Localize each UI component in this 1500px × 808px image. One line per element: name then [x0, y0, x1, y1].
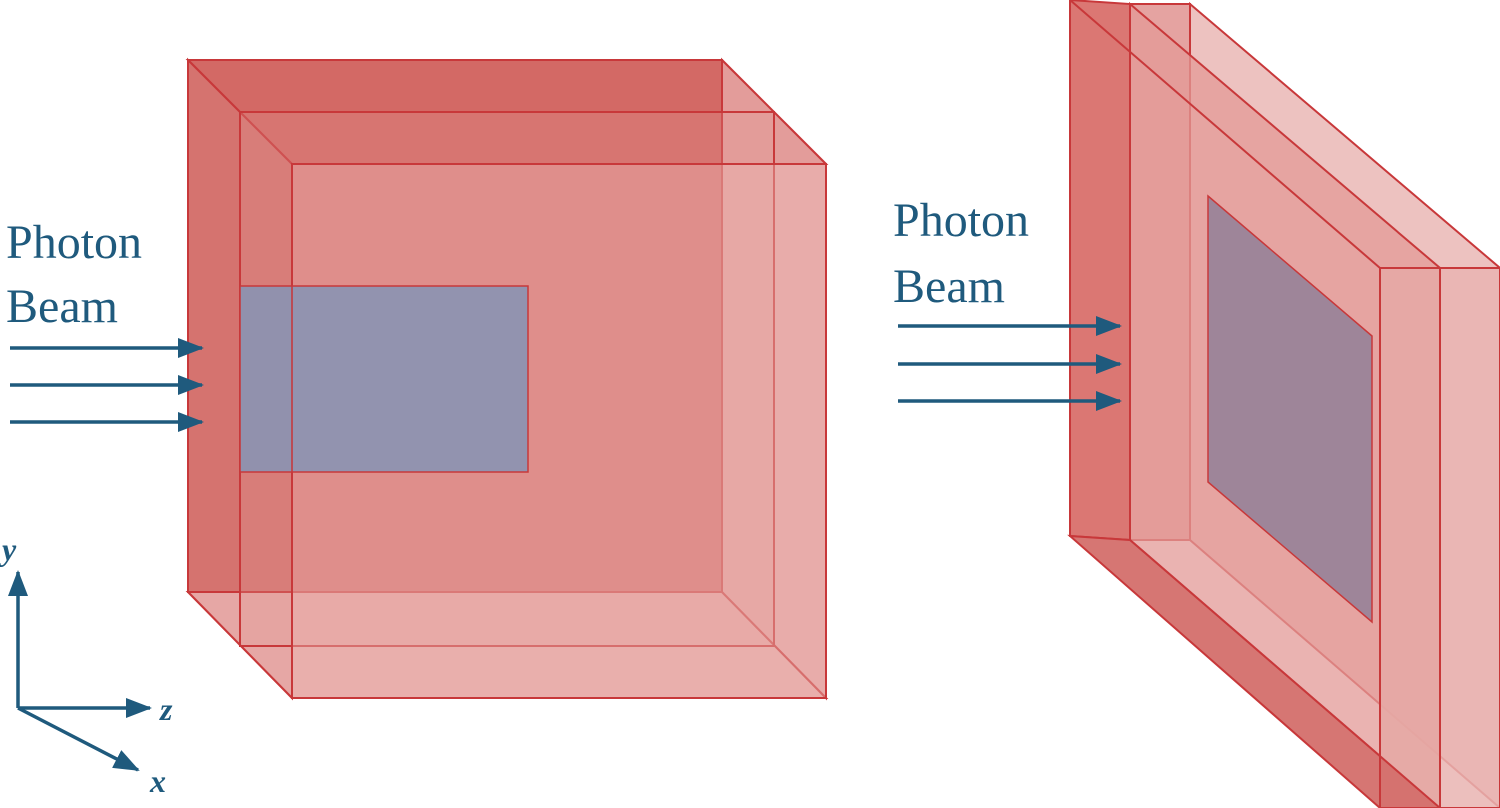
- left-beam-label-line2: Beam: [6, 280, 118, 333]
- right-plate-1-side: [1069, 0, 1131, 542]
- x-axis-arrow: [17, 706, 140, 772]
- right-plate-2-front: [1379, 267, 1441, 808]
- left-detector-region: [239, 285, 529, 473]
- right-plate-1-bottom: [1067, 534, 1442, 808]
- right-beam-arrows: [898, 316, 1122, 411]
- coordinate-axes: y z x: [0, 531, 173, 799]
- right-plate-assembly: [1067, 0, 1500, 808]
- right-plate-1-top-edge: [1069, 0, 1381, 269]
- right-plate-3-front: [1439, 267, 1500, 808]
- left-slab-assembly: [185, 57, 829, 701]
- y-axis-label: y: [0, 531, 17, 567]
- right-beam-label-line2: Beam: [893, 260, 1005, 313]
- left-beam-arrows: [10, 338, 204, 432]
- z-axis-label: z: [159, 691, 173, 727]
- right-beam-label-line1: Photon: [893, 194, 1029, 247]
- x-axis-label: x: [149, 763, 166, 799]
- left-beam-label-line1: Photon: [6, 216, 142, 269]
- right-detector-region: [1207, 194, 1373, 624]
